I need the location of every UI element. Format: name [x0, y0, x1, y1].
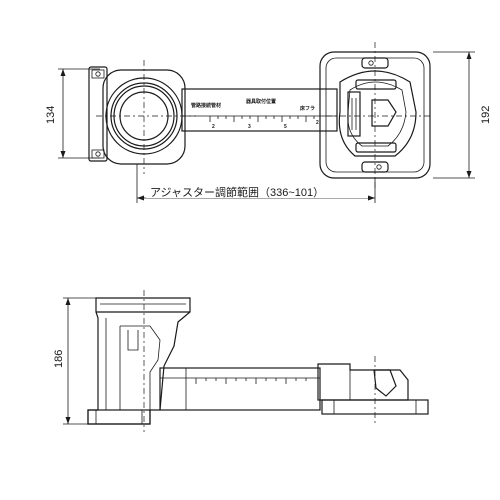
top-view: 134: [45, 42, 492, 203]
dim-186-label: 186: [53, 350, 65, 368]
tick-number-2: 3: [248, 124, 251, 130]
horizontal-tube: [159, 367, 321, 411]
dim-134-label: 134: [45, 106, 57, 124]
scale-label-floor: 床フラ: [300, 105, 315, 112]
label-plate: [347, 91, 361, 137]
adjuster-bar: [181, 88, 338, 132]
tick-number-3: 5: [284, 124, 287, 130]
scale-label-pipe: 管路接続管材: [191, 102, 221, 109]
riser-body: [87, 297, 191, 425]
tick-number-1: 2: [212, 124, 215, 130]
scale-label-fixture: 器具取付位置: [245, 98, 276, 105]
side-scale-ticks: [195, 378, 307, 384]
dim-192-label: 192: [480, 106, 492, 124]
side-view: 186: [53, 290, 429, 432]
left-flange: [88, 66, 108, 162]
tick-number-4: 2: [316, 120, 319, 126]
scale-ticks: [209, 116, 315, 122]
elbow-body: [338, 70, 417, 157]
riser-base: [87, 409, 151, 425]
adjuster-range-label: アジャスター調節範囲（336~101）: [150, 185, 324, 199]
